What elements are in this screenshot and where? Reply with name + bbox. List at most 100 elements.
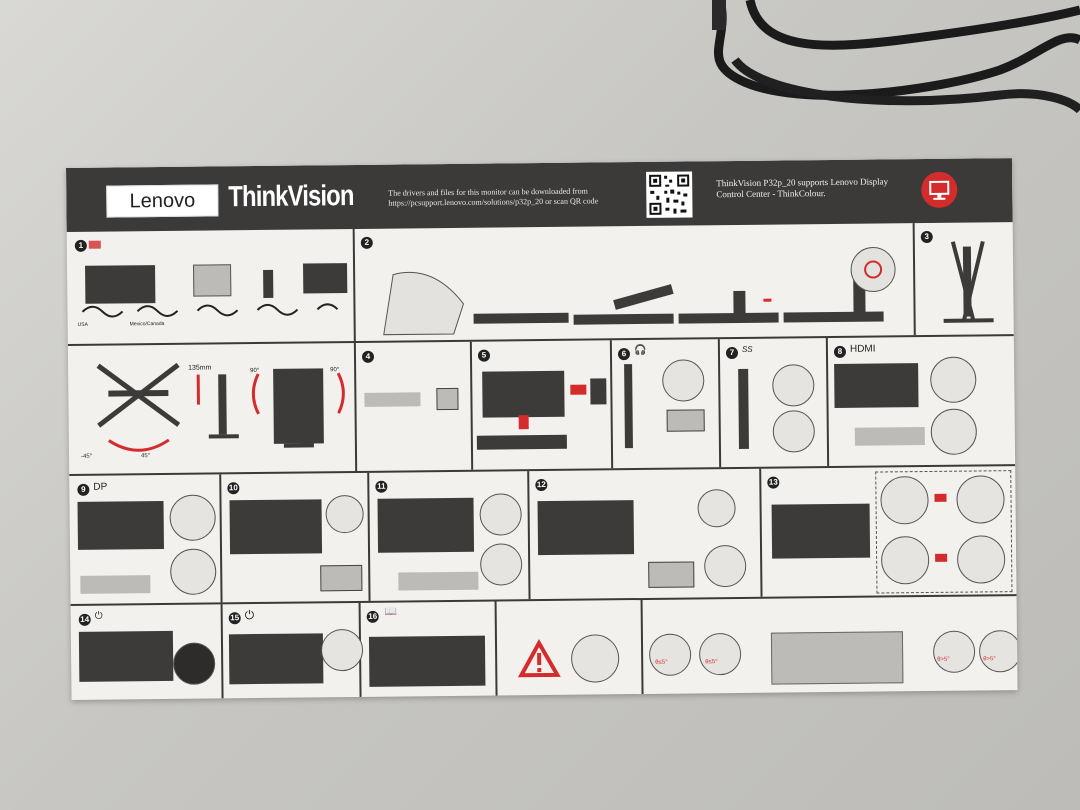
step-number: 15 xyxy=(228,612,241,625)
monitor-front-illustration xyxy=(482,370,565,418)
step-number: 10 xyxy=(227,482,240,495)
step15-panel: 15 ⏻ xyxy=(220,602,364,699)
step-number: 6 xyxy=(617,348,631,361)
cable-label-usa: USA xyxy=(77,321,88,328)
quick-setup-guide-sheet: Lenovo ThinkVision The drivers and files… xyxy=(66,158,1018,700)
height-label: 135mm xyxy=(188,364,212,372)
power-button-icon: ⏻ xyxy=(244,608,255,623)
monitor-front-illustration xyxy=(834,363,919,408)
adjustment-panel: 135mm -45° 45° 90° 90° xyxy=(67,342,358,474)
dp-connector-zoom-1 xyxy=(169,494,216,541)
step-number: 3 xyxy=(920,230,933,244)
hdmi-ports-illustration xyxy=(854,427,925,446)
power-outlet-illustration xyxy=(436,387,459,411)
guide-header: Lenovo ThinkVision The drivers and files… xyxy=(66,158,1013,232)
step-number: 2 xyxy=(360,236,373,249)
download-note: The drivers and files for this monitor c… xyxy=(388,186,599,208)
monitor-side-illustration xyxy=(738,368,749,449)
step-number: 4 xyxy=(361,350,375,363)
warning-panel xyxy=(494,599,644,696)
arrow-right-icon xyxy=(935,553,948,562)
thinkvision-logo: ThinkVision xyxy=(228,179,354,214)
manual-icon: 📖 xyxy=(384,606,398,618)
monitor-front-illustration xyxy=(771,503,871,559)
monitor-side-illustration xyxy=(624,364,633,449)
swivel-right-label: 45° xyxy=(140,453,151,460)
step-number: 13 xyxy=(767,476,780,489)
tilt-ok-label-1: θ≤5° xyxy=(655,659,668,666)
port-cover-illustration xyxy=(590,378,607,405)
cable-label-mexico: Mexico/Canada xyxy=(129,320,165,328)
monitor-icon xyxy=(921,171,958,208)
laptop-illustration xyxy=(648,561,695,588)
step9-panel: 9 DP xyxy=(69,474,223,604)
step-number: 9 xyxy=(77,483,90,496)
ethernet-port-zoom xyxy=(697,489,736,528)
usbc-port-zoom xyxy=(325,494,364,534)
step-number: 11 xyxy=(375,480,388,493)
monitor-front-illustration xyxy=(368,635,486,687)
arrow-down-icon xyxy=(518,415,529,430)
dp-ports-illustration xyxy=(80,575,151,594)
usb-connector-zoom-2 xyxy=(479,543,523,586)
warning-triangle-icon xyxy=(517,638,561,678)
usb-port-zoom-1 xyxy=(772,364,815,407)
step-number: 1 xyxy=(74,239,87,252)
power-connector-zoom xyxy=(172,642,216,685)
step-number: 8 xyxy=(833,345,847,358)
cable-clip-zoom-4 xyxy=(956,535,1006,584)
row-power-and-warnings: 14 ⏻ 15 ⏻ 16 📖 θ≤5° θ≤5° xyxy=(70,596,1018,700)
audio-port-zoom xyxy=(662,359,705,402)
power-brick-illustration xyxy=(364,392,421,407)
step16-panel: 16 📖 xyxy=(358,601,498,697)
monitor-front-illustration xyxy=(77,500,164,550)
hdmi-connector-zoom-2 xyxy=(930,408,978,455)
step10-panel: 10 xyxy=(219,472,371,603)
cables-illustration xyxy=(81,303,339,318)
swivel-left-label: -45° xyxy=(80,453,93,460)
stand-assembly-sequence xyxy=(383,247,896,336)
step6-panel: 6 🎧 xyxy=(609,339,722,469)
tilt-bad-label-2: θ>5° xyxy=(983,656,996,663)
monitor-front-illustration xyxy=(229,499,323,555)
thinkcolour-note: ThinkVision P32p_20 supports Lenovo Disp… xyxy=(716,176,889,200)
lenovo-logo-text: Lenovo xyxy=(129,189,196,213)
step14-panel: 14 ⏻ xyxy=(70,604,224,700)
step-number: 16 xyxy=(366,610,379,623)
usb-connector-zoom-1 xyxy=(479,493,522,536)
step1-panel: 1 USA Mexico/Canada xyxy=(66,228,356,344)
speakers-illustration xyxy=(666,409,705,432)
base-illustration xyxy=(193,264,232,297)
step3-panel: 3 xyxy=(913,222,1014,335)
monitor-front-illustration xyxy=(377,497,475,553)
step-number: 7 xyxy=(725,346,739,360)
monitor-front-illustration xyxy=(78,630,174,682)
tilt-bad-label-1: θ>5° xyxy=(937,656,950,663)
monitor-front-illustration xyxy=(537,500,635,556)
step7-panel: 7 SS xyxy=(717,338,830,468)
power-button-zoom xyxy=(320,628,364,672)
row-adjustment: 135mm -45° 45° 90° 90° 4 5 6 🎧 7 xyxy=(67,336,1015,474)
headphone-icon: 🎧 xyxy=(633,344,647,357)
monitor-box-illustration xyxy=(85,265,156,304)
tilt-ok-label-2: θ≤5° xyxy=(705,659,718,666)
arrow-right-icon xyxy=(934,493,947,502)
qr-code xyxy=(646,171,693,218)
pivot-right-label: 90° xyxy=(330,367,340,374)
tilt-ok-icon-1 xyxy=(648,633,692,676)
tilt-bad-icon-2 xyxy=(978,630,1018,673)
pivot-left-label: 90° xyxy=(250,367,260,375)
laptop-illustration xyxy=(320,564,363,592)
lenovo-logo: Lenovo xyxy=(106,184,219,218)
usb-port-zoom-2 xyxy=(772,410,816,453)
step-number: 14 xyxy=(78,613,91,626)
tilt-illustration xyxy=(943,240,994,323)
surface-illustration xyxy=(770,631,904,685)
step11-panel: 11 xyxy=(367,471,531,601)
hdmi-label: HDMI xyxy=(849,343,876,355)
step5-panel: 5 xyxy=(469,340,614,470)
step-number: 12 xyxy=(535,478,548,492)
stand-illustration xyxy=(263,269,274,298)
tilt-ok-icon-2 xyxy=(698,632,742,676)
